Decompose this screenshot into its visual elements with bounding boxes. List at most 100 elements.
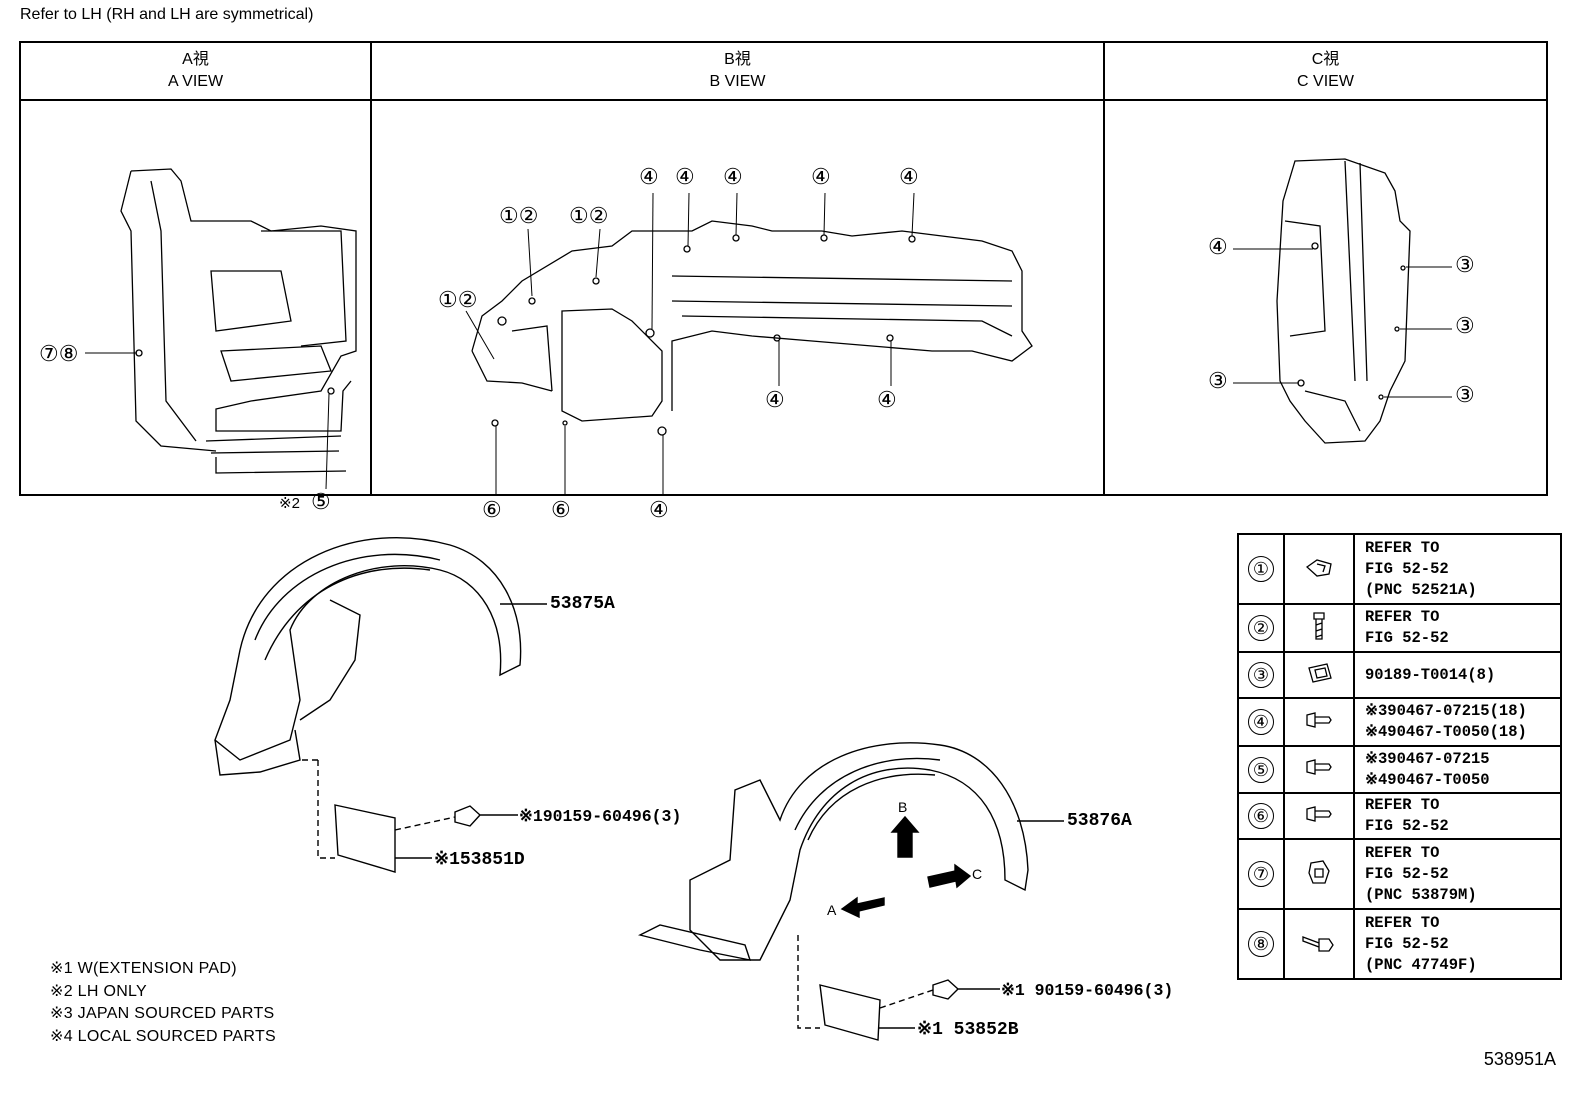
callout-b-4-e: ④ bbox=[899, 164, 919, 189]
arrow-c-icon bbox=[927, 863, 972, 889]
row-num: ④ bbox=[1248, 709, 1274, 735]
row-desc: ※390467-07215 ※490467-T0050 bbox=[1353, 745, 1562, 794]
callout-b-6-a: ⑥ bbox=[482, 497, 502, 522]
row-num: ③ bbox=[1248, 662, 1274, 688]
view-a-leaders bbox=[85, 352, 330, 490]
front-liner-53875A bbox=[214, 537, 522, 776]
row-num: ⑤ bbox=[1248, 756, 1274, 783]
callout-b-4-b: ④ bbox=[675, 164, 695, 189]
row-desc: REFER TO FIG 52-52 (PNC 53879M) bbox=[1353, 838, 1562, 910]
table-row: ③ 90189-T0014(8) bbox=[1237, 651, 1562, 699]
arrow-c-label: C bbox=[972, 866, 983, 882]
nut-clip-icon bbox=[1308, 859, 1330, 884]
callout-b-4-c: ④ bbox=[723, 164, 743, 189]
callout-b-4-f: ④ bbox=[765, 387, 785, 412]
part-screw-1: ※190159-60496(3) bbox=[519, 807, 682, 826]
view-b-header: B視 B VIEW bbox=[372, 43, 1103, 101]
note-2: ※2 LH ONLY bbox=[50, 982, 148, 1000]
arrow-b-label: B bbox=[898, 799, 908, 815]
view-a-body: ⑦⑧ ※2 ⑤ bbox=[21, 101, 370, 514]
callout-b-4-a: ④ bbox=[639, 164, 659, 189]
view-b-body: ①② ①② ①② ④ ④ ④ ④ ④ ④ ④ ④ ⑥ ⑥ bbox=[372, 101, 1103, 522]
view-a-en: A VIEW bbox=[167, 73, 224, 90]
row-num: ⑦ bbox=[1248, 861, 1274, 887]
bolt-icon bbox=[1302, 935, 1334, 952]
view-c-en: C VIEW bbox=[1297, 73, 1354, 90]
part-screw-2: ※1 90159-60496(3) bbox=[1001, 981, 1174, 1000]
clip-icon bbox=[1306, 759, 1332, 775]
table-row: ⑧ REFER TO FIG 52-52 (PNC 47749F) bbox=[1237, 908, 1562, 980]
row-desc: REFER TO FIG 52-52 (PNC 47749F) bbox=[1353, 908, 1562, 980]
view-c-header: C視 C VIEW bbox=[1105, 43, 1546, 101]
callout-5-prefix: ※2 bbox=[279, 495, 300, 512]
screw-2 bbox=[932, 979, 1000, 1000]
table-row: ⑤ ※390467-07215 ※490467-T0050 bbox=[1237, 745, 1562, 794]
header-note: Refer to LH (RH and LH are symmetrical) bbox=[20, 6, 314, 23]
callout-b-4-d: ④ bbox=[811, 164, 831, 189]
pad-53852B bbox=[819, 984, 881, 1041]
row-desc: 90189-T0014(8) bbox=[1353, 651, 1562, 699]
screw-1-dashed-leader bbox=[394, 816, 456, 831]
part-53876A: 53876A bbox=[1067, 811, 1132, 831]
clip-icon bbox=[1306, 805, 1332, 822]
notes: ※1 W(EXTENSION PAD) ※2 LH ONLY ※3 JAPAN … bbox=[50, 958, 276, 1048]
view-c-body: ④ ③ ③ ③ ③ bbox=[1105, 101, 1546, 494]
screw-icon bbox=[1313, 611, 1325, 640]
view-c-jp: C視 bbox=[1311, 51, 1340, 68]
view-c-drawing bbox=[1276, 158, 1411, 444]
callout-c-4: ④ bbox=[1208, 234, 1228, 259]
row-num: ② bbox=[1248, 615, 1274, 641]
row-desc: REFER TO FIG 52-52 (PNC 52521A) bbox=[1353, 533, 1562, 605]
row-desc: REFER TO FIG 52-52 bbox=[1353, 792, 1562, 840]
row-desc: REFER TO FIG 52-52 bbox=[1353, 603, 1562, 653]
table-row: ⑥ REFER TO FIG 52-52 bbox=[1237, 792, 1562, 840]
callout-b-4-h: ④ bbox=[649, 497, 669, 522]
clip-nut-icon bbox=[1305, 558, 1332, 577]
callout-c-3-d: ③ bbox=[1455, 382, 1475, 407]
view-c: C視 C VIEW ④ ③ ③ ③ bbox=[1105, 43, 1546, 494]
callout-c-3-c: ③ bbox=[1208, 368, 1228, 393]
table-row: ⑦ REFER TO FIG 52-52 (PNC 53879M) bbox=[1237, 838, 1562, 910]
pad-53851D bbox=[334, 804, 396, 873]
view-a-header: A視 A VIEW bbox=[21, 43, 370, 101]
view-b-en: B VIEW bbox=[709, 73, 766, 90]
views-panel: A視 A VIEW ⑦⑧ ※2 ⑤ bbox=[19, 41, 1548, 522]
note-4: ※4 LOCAL SOURCED PARTS bbox=[50, 1027, 276, 1045]
clip-icon bbox=[1306, 711, 1332, 728]
figure-id: 538951A bbox=[1483, 1049, 1556, 1069]
row-desc: ※390467-07215(18) ※490467-T0050(18) bbox=[1353, 697, 1562, 747]
view-b: B視 B VIEW bbox=[372, 43, 1105, 522]
table-row: ④ ※390467-07215(18) ※490467-T0050(18) bbox=[1237, 697, 1562, 747]
view-a-drawing bbox=[120, 168, 357, 474]
callout-7-8: ⑦⑧ bbox=[39, 341, 79, 366]
part-53875A: 53875A bbox=[550, 594, 615, 614]
note-3: ※3 JAPAN SOURCED PARTS bbox=[50, 1005, 275, 1022]
view-b-leaders bbox=[465, 192, 915, 496]
arrow-b-icon bbox=[890, 815, 920, 858]
part-53851D: ※153851D bbox=[434, 850, 525, 870]
pad-2-dashed-leader bbox=[797, 935, 820, 1029]
arrow-a-icon bbox=[840, 896, 885, 919]
view-c-leaders bbox=[1233, 248, 1452, 398]
callout-b-1-2-c: ①② bbox=[569, 203, 609, 228]
screw-2-dashed-leader bbox=[879, 989, 934, 1009]
table-row: ① REFER TO FIG 52-52 (PNC 52521A) bbox=[1237, 533, 1562, 605]
row-num: ⑧ bbox=[1248, 931, 1274, 957]
pad-1-dashed-leader bbox=[300, 759, 335, 859]
screw-1 bbox=[454, 805, 518, 827]
table-row: ② REFER TO FIG 52-52 bbox=[1237, 603, 1562, 653]
part-53852B: ※1 53852B bbox=[917, 1020, 1019, 1040]
row-num: ⑥ bbox=[1248, 803, 1274, 829]
view-b-jp: B視 bbox=[724, 51, 751, 68]
row-num: ① bbox=[1248, 556, 1274, 582]
note-1: ※1 W(EXTENSION PAD) bbox=[50, 960, 237, 977]
parts-table: ① REFER TO FIG 52-52 (PNC 52521A) ② REFE… bbox=[1237, 533, 1562, 980]
callout-c-3-a: ③ bbox=[1455, 252, 1475, 277]
view-a-jp: A視 bbox=[182, 51, 209, 68]
callout-b-4-g: ④ bbox=[877, 387, 897, 412]
callout-c-3-b: ③ bbox=[1455, 313, 1475, 338]
callout-b-1-2-a: ①② bbox=[438, 287, 478, 312]
view-a: A視 A VIEW ⑦⑧ ※2 ⑤ bbox=[21, 43, 372, 514]
callout-b-6-b: ⑥ bbox=[551, 497, 571, 522]
callout-5: ⑤ bbox=[311, 489, 331, 514]
